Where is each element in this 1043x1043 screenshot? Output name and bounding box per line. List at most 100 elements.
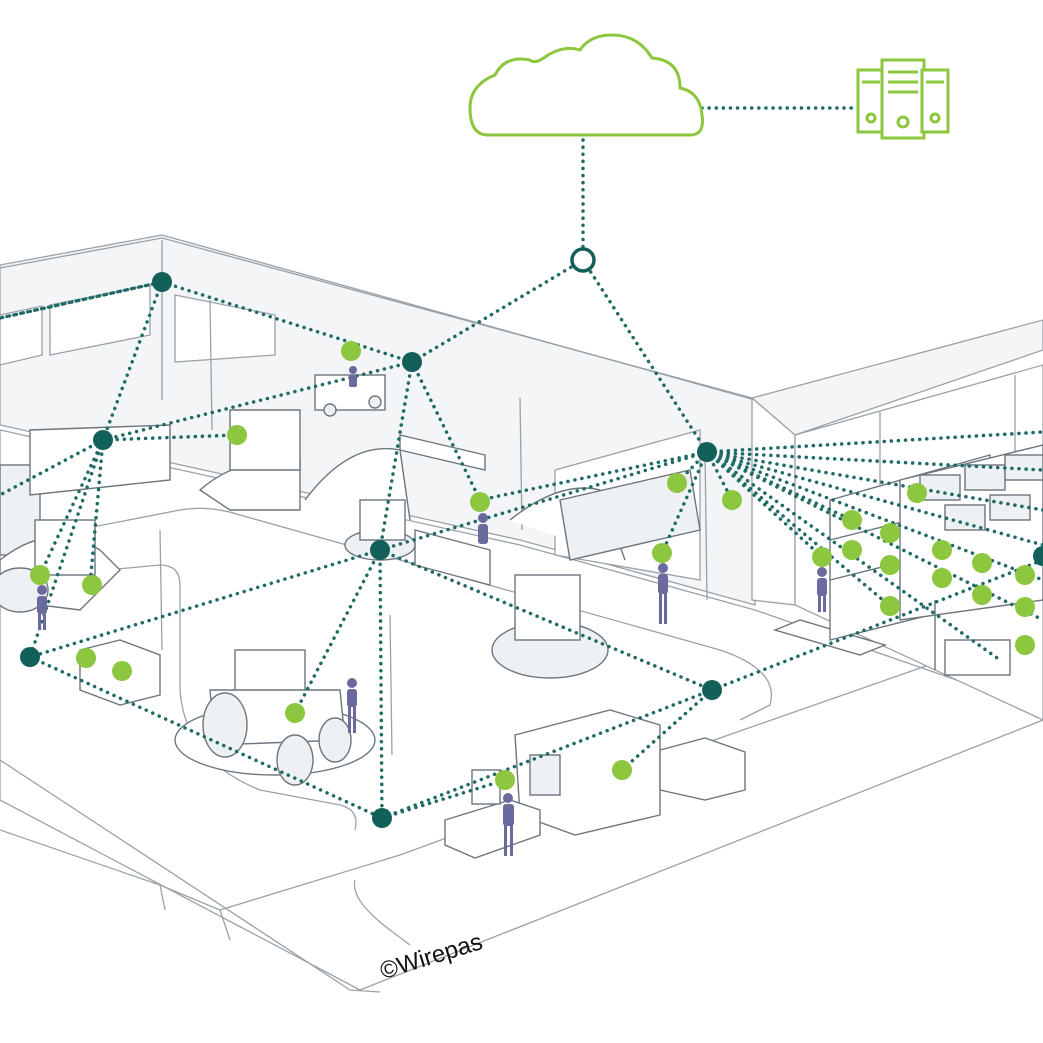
workers xyxy=(37,366,827,856)
link xyxy=(28,438,105,659)
sensor-dot xyxy=(112,661,132,681)
link xyxy=(378,548,384,820)
worker-figure xyxy=(347,678,357,733)
column xyxy=(389,614,393,756)
mesh-node xyxy=(20,647,40,667)
link xyxy=(705,450,854,522)
sensor-dot xyxy=(880,596,900,616)
sensor-dot xyxy=(907,483,927,503)
mesh-node xyxy=(402,352,422,372)
link xyxy=(293,548,382,715)
floor-edge xyxy=(159,884,231,941)
sensor-dot xyxy=(30,565,50,585)
box xyxy=(989,494,1031,521)
sensor-dot xyxy=(652,543,672,563)
box xyxy=(944,504,986,531)
mesh-node xyxy=(372,808,392,828)
link xyxy=(660,450,709,555)
sensor-dot xyxy=(972,553,992,573)
link xyxy=(620,688,714,772)
column xyxy=(209,299,213,431)
link xyxy=(705,430,1043,454)
sensor-dot xyxy=(932,540,952,560)
sensor-dot xyxy=(1015,565,1035,585)
column xyxy=(159,529,163,651)
machinery xyxy=(0,374,1043,859)
worker-figure xyxy=(503,793,514,856)
sensor-dot xyxy=(812,547,832,567)
sensor-dot xyxy=(612,760,632,780)
link xyxy=(705,450,1002,662)
link xyxy=(705,450,734,502)
link xyxy=(705,450,824,559)
link xyxy=(101,433,239,442)
link xyxy=(28,655,384,820)
sensor-dot xyxy=(722,490,742,510)
link xyxy=(160,280,414,364)
cabinet-window xyxy=(529,754,561,796)
frame-part xyxy=(229,409,301,471)
mesh-node xyxy=(93,430,113,450)
worker-figure xyxy=(349,366,357,387)
link xyxy=(705,450,892,608)
link xyxy=(380,688,714,820)
mesh-node xyxy=(702,680,722,700)
sensor-dot xyxy=(842,540,862,560)
sensor-dot xyxy=(667,473,687,493)
worker-figure xyxy=(37,585,47,630)
sensor-dot xyxy=(880,555,900,575)
sensor-dot xyxy=(76,648,96,668)
worker-figure xyxy=(817,567,827,612)
worker-figure xyxy=(658,563,668,624)
link xyxy=(478,450,709,502)
link xyxy=(710,558,1043,692)
link xyxy=(0,280,164,320)
window xyxy=(0,305,43,366)
sensor-dot xyxy=(972,585,992,605)
link xyxy=(0,280,164,320)
sensor-dot xyxy=(880,523,900,543)
link xyxy=(88,438,105,587)
link xyxy=(410,258,585,364)
tractor-wheel xyxy=(318,717,352,763)
sensor-dot xyxy=(1015,597,1035,617)
sensor-dot xyxy=(341,341,361,361)
workbench-right xyxy=(559,469,701,561)
sensor-dot xyxy=(285,703,305,723)
link xyxy=(410,360,482,502)
worker-figure xyxy=(478,513,488,544)
mesh-node xyxy=(1033,546,1043,566)
box xyxy=(919,474,961,501)
sensor-dot xyxy=(842,510,862,530)
wheel xyxy=(368,395,382,409)
link xyxy=(378,450,709,552)
aisle-line xyxy=(353,879,411,946)
link xyxy=(28,548,382,659)
link xyxy=(705,450,1043,472)
sensor-dot xyxy=(227,425,247,445)
tractor-cab xyxy=(34,519,96,576)
tractor-wheel xyxy=(276,734,314,786)
sensor-dot xyxy=(932,568,952,588)
roof-edge xyxy=(0,237,753,399)
robot-body xyxy=(359,499,406,541)
tractor-wheel xyxy=(202,692,248,758)
server-icon xyxy=(856,58,950,140)
aisle-line xyxy=(0,624,1043,911)
aisle-line xyxy=(0,507,772,721)
link xyxy=(101,280,164,442)
warehouse-shelving xyxy=(829,444,1043,641)
warehouse-wall xyxy=(751,396,796,606)
mesh-node xyxy=(370,540,390,560)
link xyxy=(581,258,709,454)
sensor-dot xyxy=(470,492,490,512)
mesh-nodes xyxy=(20,272,1043,828)
sensor-dot xyxy=(82,575,102,595)
drawer-unit xyxy=(659,737,746,801)
mesh-node xyxy=(697,442,717,462)
table xyxy=(399,434,486,471)
gateway-icon xyxy=(570,247,596,273)
column xyxy=(704,449,708,601)
